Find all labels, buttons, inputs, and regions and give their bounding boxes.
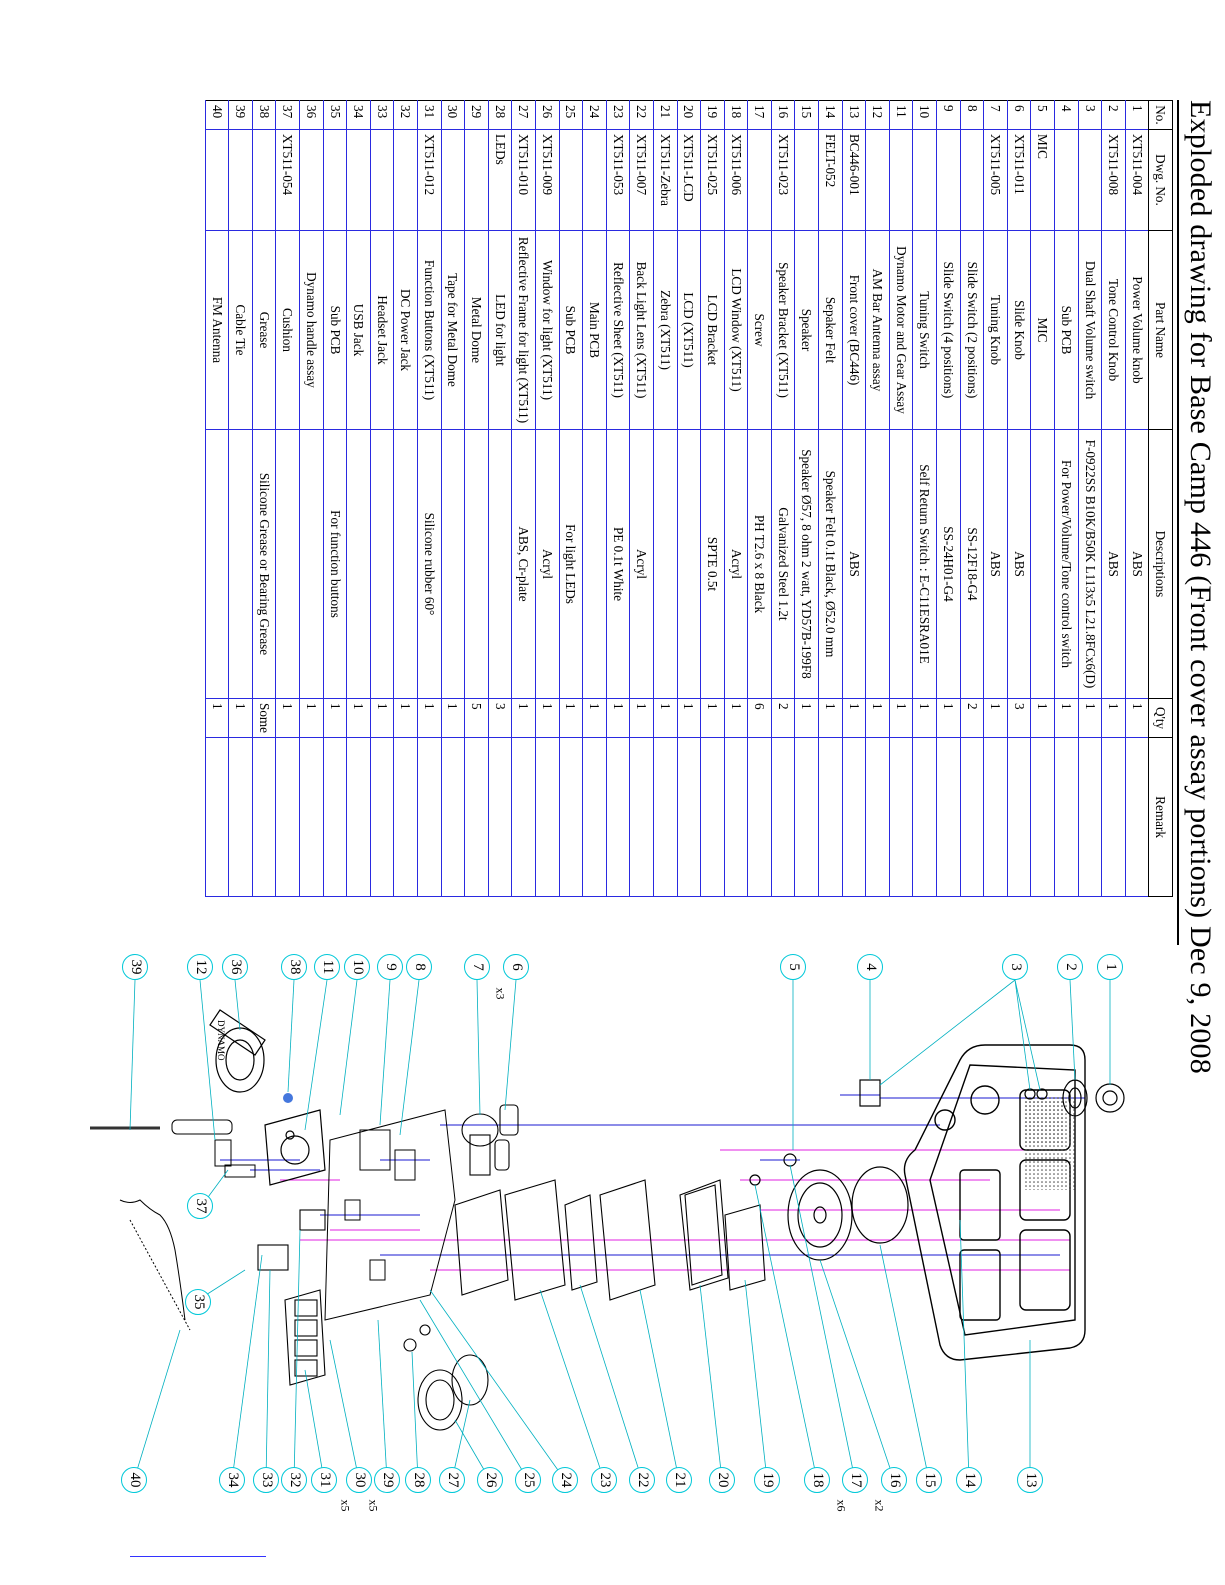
callout-33: 33 bbox=[253, 1467, 279, 1493]
callout-22: 22 bbox=[629, 1467, 655, 1493]
multiplier-30: x5 bbox=[338, 1499, 353, 1512]
front-cover-part bbox=[903, 1044, 1086, 1361]
callout-10: 10 bbox=[344, 954, 370, 980]
grille-pattern bbox=[1025, 1095, 1075, 1190]
lcd-stack-part bbox=[454, 1179, 766, 1301]
callout-16: 16 bbox=[881, 1467, 907, 1493]
callout-34: 34 bbox=[219, 1467, 245, 1493]
function-buttons-part bbox=[257, 1209, 326, 1386]
multiplier-17: x6 bbox=[834, 1499, 849, 1512]
callout-24: 24 bbox=[552, 1467, 578, 1493]
callout-38: 38 bbox=[281, 954, 307, 980]
callout-30: 30 bbox=[346, 1467, 372, 1493]
multiplier-6: x3 bbox=[493, 987, 508, 1000]
callout-39: 39 bbox=[122, 954, 148, 980]
fm-antenna-part bbox=[119, 1199, 191, 1331]
callout-4: 4 bbox=[857, 954, 883, 980]
callout-29: 29 bbox=[374, 1467, 400, 1493]
bottom-link-underline bbox=[130, 1556, 266, 1557]
callout-32: 32 bbox=[281, 1467, 307, 1493]
callout-3: 3 bbox=[1002, 954, 1028, 980]
callout-23: 23 bbox=[591, 1467, 617, 1493]
callout-2: 2 bbox=[1057, 954, 1083, 980]
light-window-part bbox=[403, 1324, 489, 1431]
dynamo-part bbox=[209, 1009, 326, 1186]
callout-7: 7 bbox=[464, 954, 490, 980]
multiplier-16: x2 bbox=[872, 1499, 887, 1512]
callout-9: 9 bbox=[377, 954, 403, 980]
callout-6: 6 bbox=[503, 954, 529, 980]
callout-18: 18 bbox=[804, 1467, 830, 1493]
callout-20: 20 bbox=[709, 1467, 735, 1493]
callout-13: 13 bbox=[1017, 1467, 1043, 1493]
callout-15: 15 bbox=[916, 1467, 942, 1493]
callout-1: 1 bbox=[1097, 954, 1123, 980]
speaker-part bbox=[749, 1153, 909, 1261]
tuning-knob-part bbox=[461, 1104, 519, 1176]
callout-40: 40 bbox=[121, 1467, 147, 1493]
callout-31: 31 bbox=[311, 1467, 337, 1493]
callout-21: 21 bbox=[666, 1467, 692, 1493]
callout-25: 25 bbox=[515, 1467, 541, 1493]
grease-icon bbox=[283, 1093, 293, 1103]
callout-19: 19 bbox=[754, 1467, 780, 1493]
callout-8: 8 bbox=[406, 954, 432, 980]
callout-28: 28 bbox=[405, 1467, 431, 1493]
callout-17: 17 bbox=[842, 1467, 868, 1493]
callout-37: 37 bbox=[187, 1193, 213, 1219]
leader-lines bbox=[129, 979, 1111, 1481]
am-antenna-part bbox=[90, 1119, 256, 1178]
callout-14: 14 bbox=[956, 1467, 982, 1493]
main-pcb-part bbox=[324, 1109, 456, 1321]
multiplier-29: x5 bbox=[366, 1499, 381, 1512]
callout-5: 5 bbox=[780, 954, 806, 980]
callout-11: 11 bbox=[314, 954, 340, 980]
callout-26: 26 bbox=[477, 1467, 503, 1493]
dynamo-handle-text: DYNAMO bbox=[216, 1020, 226, 1061]
callout-35: 35 bbox=[185, 1289, 211, 1315]
callout-27: 27 bbox=[439, 1467, 465, 1493]
callout-36: 36 bbox=[222, 954, 248, 980]
callout-12: 12 bbox=[187, 954, 213, 980]
